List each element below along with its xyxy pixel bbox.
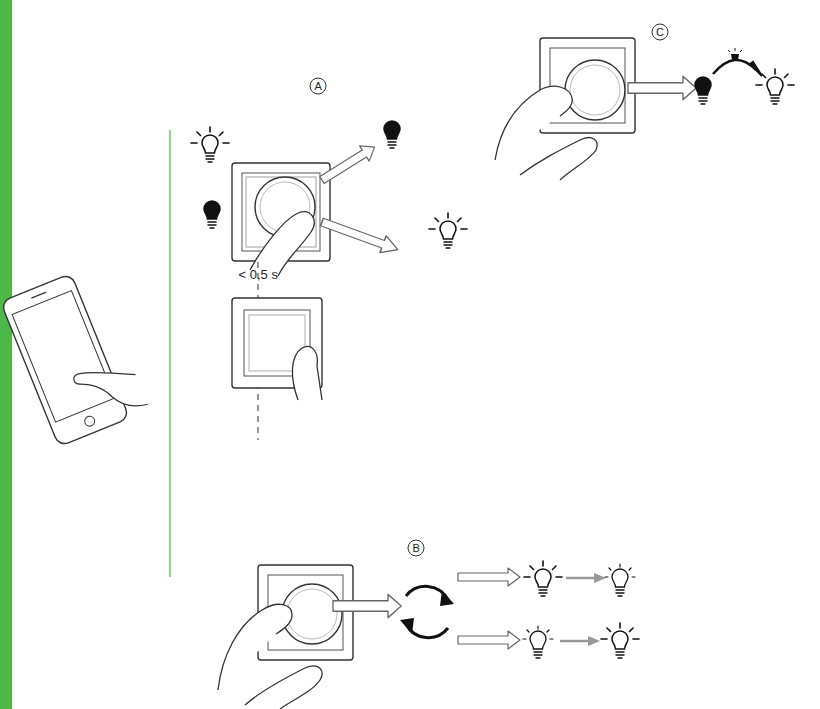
callout-circle — [408, 540, 424, 556]
bulb-dim — [523, 626, 553, 658]
dimmer-switch — [232, 163, 330, 276]
rotation-symbol — [400, 586, 454, 637]
side-bar — [0, 0, 12, 709]
state-arrow — [458, 568, 520, 586]
grey-arrow — [566, 573, 606, 583]
divider-line — [169, 130, 170, 577]
push-switch — [232, 298, 322, 400]
callout-circle — [652, 24, 668, 40]
callout-letter: A — [315, 80, 322, 92]
bulb-on — [429, 213, 467, 248]
callout-letter: B — [413, 542, 420, 554]
flash-symbol — [728, 48, 742, 60]
smartphone — [1, 265, 150, 446]
bulb-dim — [605, 564, 635, 596]
duration-label: < 0,5 s — [239, 267, 278, 282]
arrow-head — [750, 62, 762, 76]
dimmer-switch — [218, 565, 353, 709]
state-arrow — [458, 631, 520, 649]
state-arrow — [317, 140, 379, 188]
state-arrow — [628, 76, 696, 99]
bulb-off — [204, 201, 220, 228]
bulb-off — [695, 77, 711, 104]
bulb-on — [191, 127, 229, 162]
callout-letter: C — [656, 26, 664, 38]
grey-arrow — [560, 636, 600, 646]
transition-arrow — [713, 60, 756, 74]
dimmer-switch — [495, 38, 635, 180]
bulb-off — [384, 121, 400, 148]
bulb-on — [601, 623, 639, 658]
callout-circle — [310, 78, 326, 94]
state-arrow — [333, 594, 401, 617]
state-arrow — [319, 214, 401, 258]
bulb-on — [756, 69, 794, 104]
bulb-on — [524, 561, 562, 596]
